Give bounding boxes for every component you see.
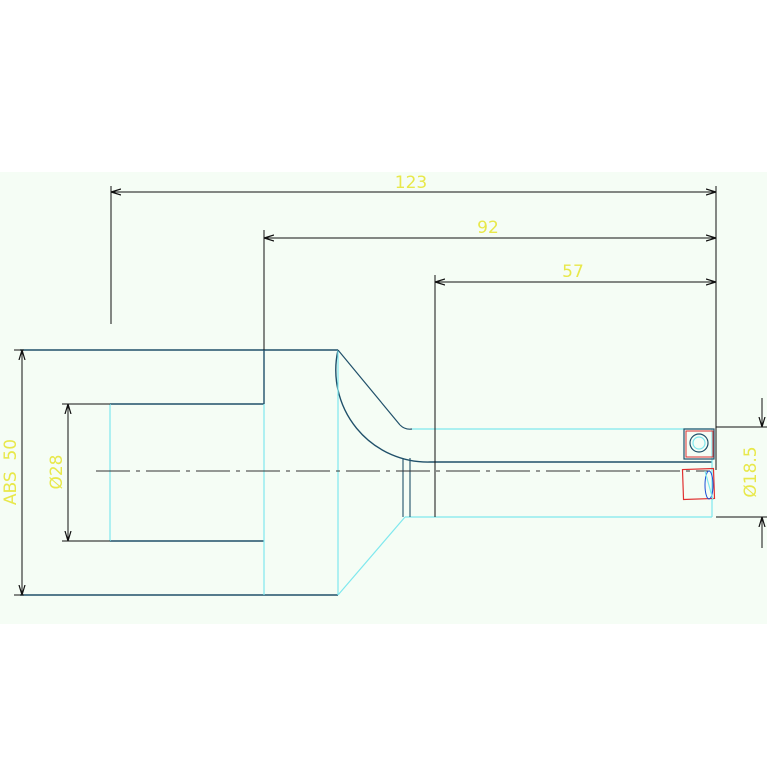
taper-corner xyxy=(399,424,413,430)
neck-fillet xyxy=(335,349,431,463)
dim-label-57: 57 xyxy=(562,262,584,282)
neck-ring xyxy=(402,458,411,517)
dim-label-dia18-5: Ø18.5 xyxy=(741,446,761,497)
part-outline xyxy=(20,349,712,596)
taper-upper xyxy=(337,349,401,426)
dim-label-92: 92 xyxy=(477,218,499,238)
dim-label-123: 123 xyxy=(395,173,427,193)
drawing-background xyxy=(0,172,767,624)
tip-square-bottom xyxy=(681,467,716,501)
tip-details xyxy=(681,428,716,501)
dimension-lines xyxy=(14,186,767,596)
dim-label-abs50: ABS 50 xyxy=(1,439,21,505)
part-construction xyxy=(109,350,713,596)
dim-label-dia28: Ø28 xyxy=(47,454,67,489)
taper-lower xyxy=(337,516,406,596)
tip-hole xyxy=(689,433,709,453)
tip-square-top xyxy=(683,428,715,460)
